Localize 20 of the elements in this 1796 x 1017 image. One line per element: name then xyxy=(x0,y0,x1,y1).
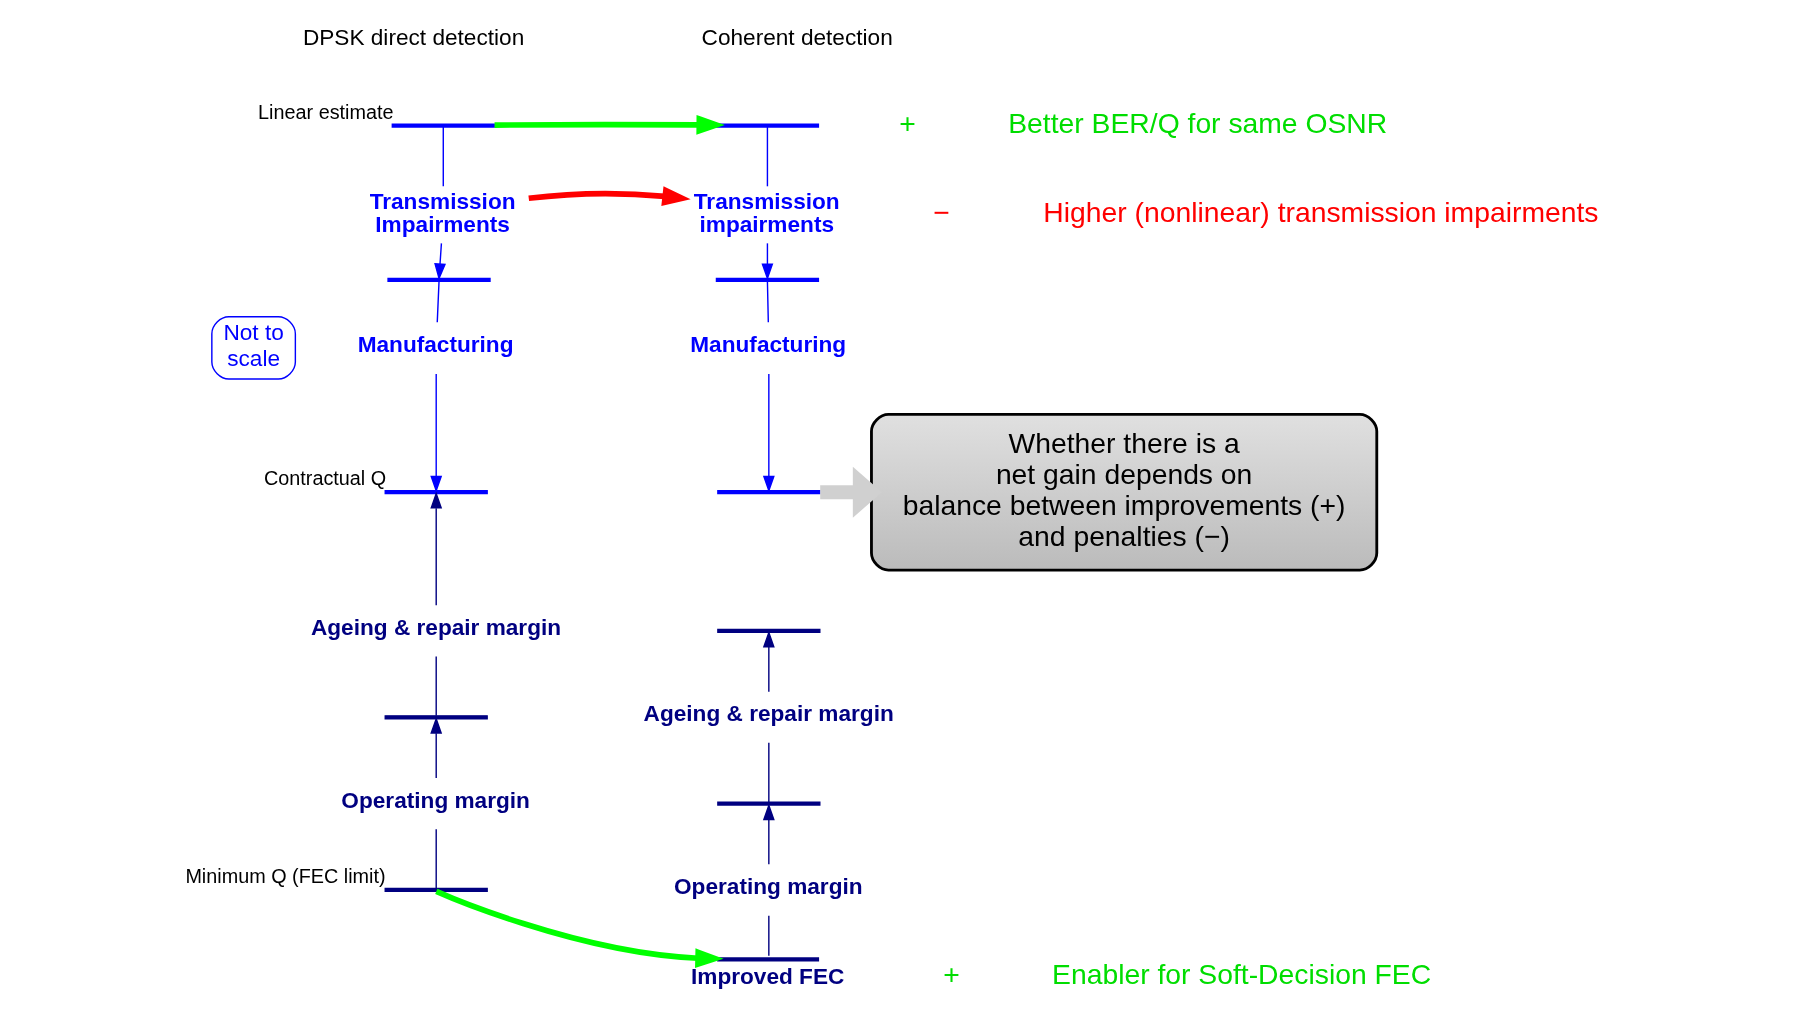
node-text: Operating margin xyxy=(341,787,530,813)
label: + xyxy=(943,958,960,991)
label: + xyxy=(899,106,916,139)
label: Enabler for Soft-Decision FEC xyxy=(1052,958,1432,991)
label: − xyxy=(933,195,950,228)
label: Better BER/Q for same OSNR xyxy=(1008,106,1388,139)
label: Higher (nonlinear) transmission impairments xyxy=(1043,195,1599,228)
label: DPSK direct detection xyxy=(302,24,525,50)
node-label: Minimum Q (FEC limit) xyxy=(185,865,386,888)
node-label: Contractual Q xyxy=(264,467,387,490)
node-text: Operating margin xyxy=(674,873,863,899)
node-text: Ageing & repair margin xyxy=(643,701,894,727)
node-label: Linear estimate xyxy=(258,100,394,123)
node-label: Improved FEC xyxy=(690,963,845,989)
node-text: Transmission impairments xyxy=(693,188,840,237)
node-text: Manufacturing xyxy=(357,331,514,357)
node-text: Manufacturing xyxy=(690,331,847,357)
node-text: Ageing & repair margin xyxy=(310,614,562,640)
label: Coherent detection xyxy=(701,24,893,50)
node-text: Transmission Impairments xyxy=(369,188,516,237)
